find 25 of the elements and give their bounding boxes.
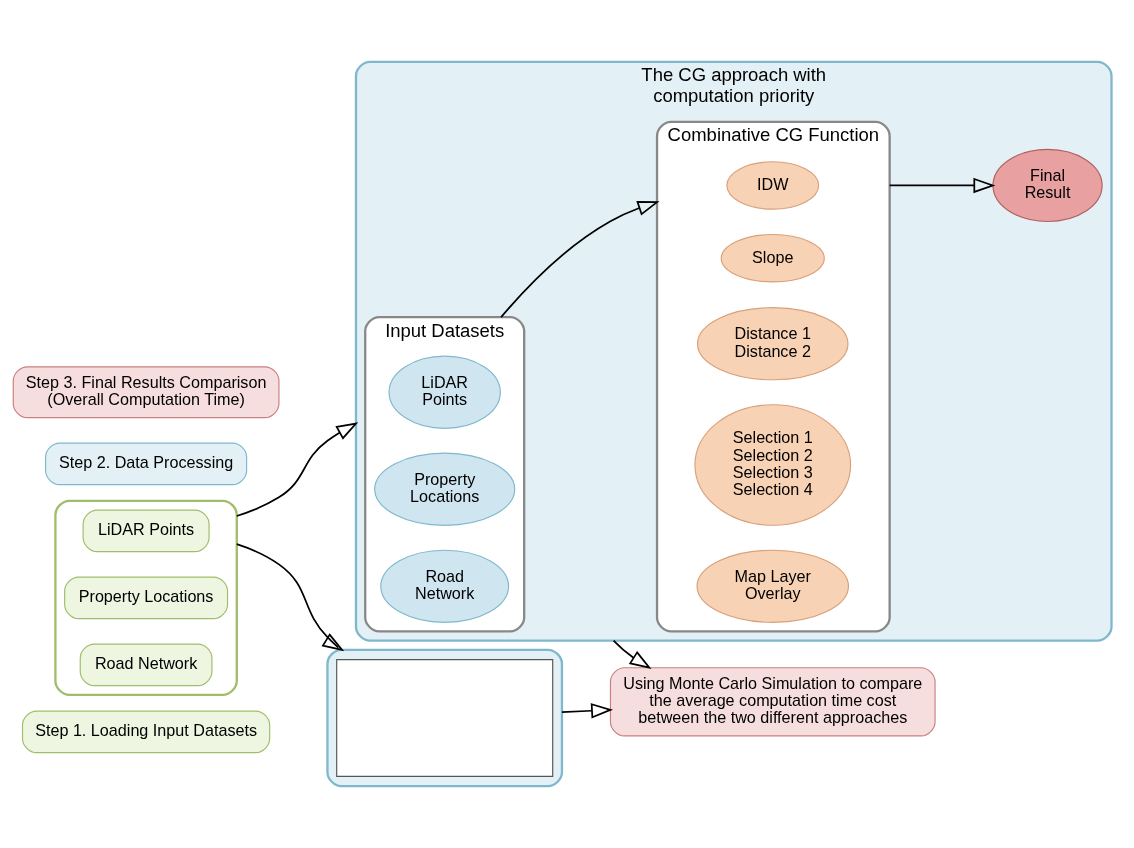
- node-ellipse: Property Locations: [374, 452, 516, 526]
- node-box: Road Network: [79, 643, 213, 687]
- node-box: [336, 659, 554, 777]
- node-box: Step 1. Loading Input Datasets: [21, 710, 271, 754]
- arrow: [235, 422, 359, 517]
- node-ellipse: Road Network: [380, 549, 510, 623]
- arrow: [500, 200, 660, 318]
- node-ellipse: Final Result: [992, 148, 1103, 223]
- node-box: Step 3. Final Results Comparison (Overall Computation Time): [12, 366, 280, 419]
- node-box: Step 2. Data Processing: [45, 442, 248, 486]
- node-box: Property Locations: [64, 576, 229, 620]
- arrow: [561, 703, 614, 719]
- node-ellipse: Selection 1 Selection 2 Selection 3 Selection 4: [694, 404, 852, 526]
- arrow: [235, 543, 345, 652]
- cluster: [326, 648, 564, 788]
- node-ellipse: Distance 1 Distance 2: [696, 307, 849, 381]
- node-box: LiDAR Points: [82, 509, 210, 553]
- node-ellipse: LiDAR Points: [388, 355, 501, 429]
- node-ellipse: IDW: [726, 161, 820, 210]
- arrow: [612, 639, 652, 670]
- cluster: [54, 499, 238, 697]
- node-ellipse: Map Layer Overlay: [696, 549, 850, 623]
- node-ellipse: Slope: [720, 233, 825, 283]
- node-box: Using Monte Carlo Simulation to compare the average computation time cost between the two different approaches: [609, 667, 936, 737]
- arrow: [888, 177, 996, 194]
